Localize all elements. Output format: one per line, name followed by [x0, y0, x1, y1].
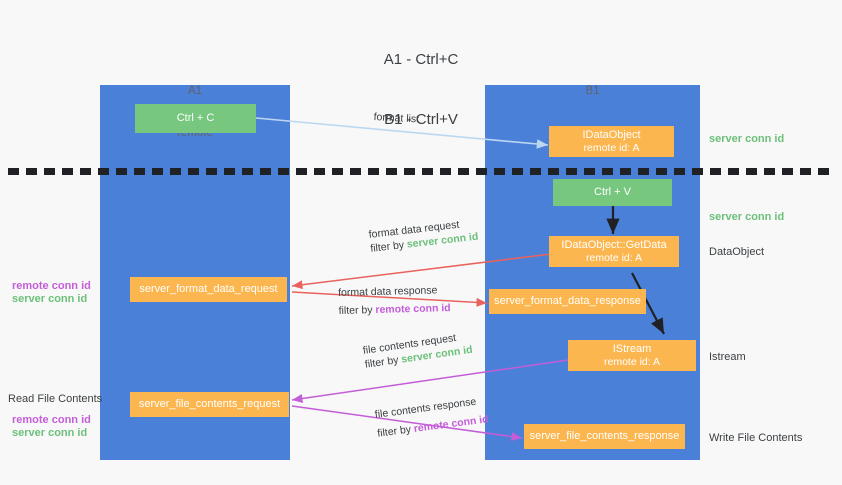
edge-label-format-data-response-l2: filter by remote conn id	[338, 301, 450, 318]
annotation-dataobject: DataObject	[709, 246, 765, 258]
annotation-server-conn-id-top-left: server conn id	[12, 293, 88, 305]
title-line-2: B1 - Ctrl+V	[384, 111, 458, 128]
node-server-file-contents-request[interactable]: server_file_contents_request	[130, 392, 289, 417]
annotation-server-conn-id-bottom-left: server conn id	[12, 427, 88, 439]
node-ctrl-v[interactable]: Ctrl + V	[553, 179, 672, 206]
column-b1-name: B1	[585, 85, 600, 97]
arrow-format-data-response	[291, 291, 488, 307]
annotation-read-file-contents: Read File Contents	[8, 393, 103, 405]
node-idataobject-title: IDataObject	[582, 128, 641, 141]
edge-label-format-data-response-key: remote conn id	[375, 302, 451, 317]
node-server-file-contents-request-label: server_file_contents_request	[138, 398, 281, 410]
annotation-server-conn-id-top: server conn id	[709, 133, 785, 145]
annotation-istream: Istream	[709, 351, 746, 363]
node-idataobject-remote-id: remote id: A	[583, 141, 640, 154]
node-getdata-title: IDataObject::GetData	[561, 238, 667, 251]
edge-label-format-data-response-l1: format data response	[338, 284, 438, 299]
edge-label-format-list: format list	[373, 110, 419, 126]
annotation-remote-conn-id-top: remote conn id	[12, 280, 91, 292]
node-getdata-remote-id: remote id: A	[585, 251, 643, 264]
node-ctrl-v-label: Ctrl + V	[594, 186, 631, 198]
edge-label-format-data-response-prefix: filter by	[338, 304, 376, 317]
node-istream-remote-id: remote id: A	[603, 355, 661, 368]
arrow-format-data-request	[291, 253, 552, 290]
arrow-file-contents-response	[291, 405, 523, 442]
node-ctrl-c-label: Ctrl + C	[176, 112, 215, 124]
annotation-server-conn-id-mid: server conn id	[709, 211, 785, 223]
title-line-1: A1 - Ctrl+C	[383, 51, 459, 68]
node-ctrl-c[interactable]: Ctrl + C	[135, 104, 256, 133]
node-idataobject-getdata[interactable]: IDataObject::GetData remote id: A	[549, 236, 679, 267]
node-server-file-contents-response-label: server_file_contents_response	[529, 430, 680, 442]
node-server-format-data-request[interactable]: server_format_data_request	[130, 277, 287, 302]
node-idataobject[interactable]: IDataObject remote id: A	[549, 126, 674, 157]
node-server-format-data-request-label: server_format_data_request	[139, 283, 278, 295]
node-istream-title: IStream	[612, 342, 652, 355]
page-title: A1 - Ctrl+C B1 - Ctrl+V	[0, 10, 842, 150]
node-server-format-data-response-label: server_format_data_response	[494, 295, 641, 307]
node-istream[interactable]: IStream remote id: A	[568, 340, 696, 371]
annotation-write-file-contents: Write File Contents	[709, 432, 803, 444]
boundary-dashed-line	[8, 168, 834, 175]
node-server-format-data-response[interactable]: server_format_data_response	[489, 289, 646, 314]
arrow-file-contents-request	[291, 359, 569, 403]
column-a1-name: A1	[187, 85, 203, 97]
node-server-file-contents-response[interactable]: server_file_contents_response	[524, 424, 685, 449]
annotation-remote-conn-id-bottom: remote conn id	[12, 414, 91, 426]
arrow-format-list	[255, 117, 549, 149]
edge-label-format-list-text: format list	[373, 110, 420, 126]
arrow-getdata-to-istream	[631, 272, 665, 335]
edge-label-format-data-response: format data response filter by remote co…	[338, 283, 451, 318]
